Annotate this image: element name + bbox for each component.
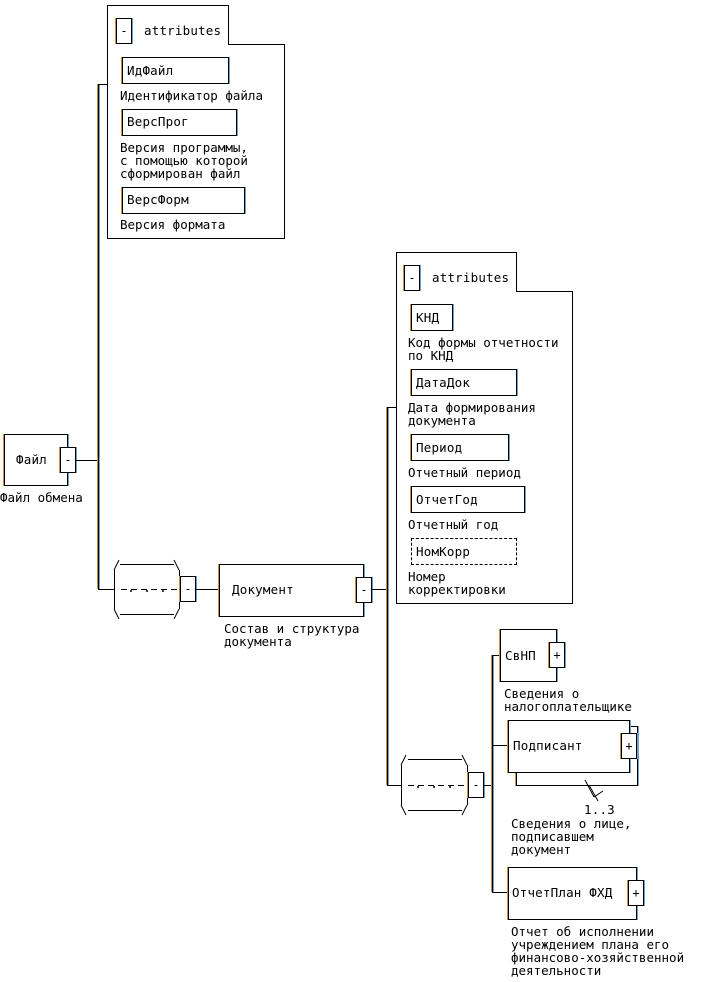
attribute-box-idfile[interactable]	[122, 57, 229, 84]
connector-line	[387, 407, 396, 408]
attribute-description: Версия программы, с помощью которой сфор…	[120, 140, 248, 181]
connector-line	[98, 589, 114, 590]
connector-line	[387, 785, 401, 786]
attribute-description: Идентификатор файла	[120, 88, 263, 103]
child-element-name: ОтчетПлан ФХД	[512, 885, 613, 900]
root-attributes-collapse-button[interactable]: -	[116, 18, 132, 44]
cardinality-label: 1..3	[584, 802, 615, 817]
document-element-description: Состав и структура документа	[224, 621, 360, 649]
attribute-description: Отчетный год	[408, 517, 499, 532]
connector-line	[492, 892, 508, 893]
attribute-name: ДатаДок	[416, 375, 471, 390]
attribute-description: Отчетный период	[408, 465, 521, 480]
sequence-2-collapse-button[interactable]: -	[468, 772, 484, 798]
svnp-expand-button[interactable]: +	[549, 642, 565, 668]
connector-line	[484, 785, 492, 786]
attribute-box-knd[interactable]	[411, 304, 453, 331]
child-element-svnp[interactable]	[500, 629, 557, 682]
connector-line	[98, 84, 99, 589]
document-attributes-header: attributes	[432, 270, 510, 285]
document-collapse-button[interactable]: -	[356, 577, 372, 603]
attribute-name: ВерсПрог	[127, 114, 189, 129]
document-attributes-collapse-button[interactable]: -	[404, 265, 420, 291]
attribute-name: ВерсФорм	[127, 192, 189, 207]
child-element-description: Сведения о налогоплательщике	[504, 686, 632, 714]
attribute-box-datadok[interactable]	[411, 369, 517, 396]
connector-line	[372, 589, 387, 590]
attribute-box-versprog[interactable]	[122, 109, 237, 136]
attribute-description: Код формы отчетности по КНД	[408, 335, 559, 363]
attribute-name: КНД	[416, 310, 440, 325]
connector-line	[492, 655, 493, 892]
attribute-box-versform[interactable]	[122, 187, 245, 214]
child-element-otchetplan-fhd[interactable]	[508, 867, 637, 920]
attribute-description: Дата формирования документа	[408, 400, 536, 428]
attribute-box-period[interactable]	[411, 434, 509, 461]
attribute-name: ИдФайл	[127, 63, 174, 78]
root-element-box[interactable]	[4, 434, 68, 486]
attribute-description: Версия формата	[120, 217, 226, 232]
attribute-name: НомКорр	[416, 544, 471, 559]
connector-line	[492, 655, 500, 656]
child-element-podpisant[interactable]	[508, 720, 630, 773]
connector-line	[76, 460, 98, 461]
podpisant-expand-button[interactable]: +	[621, 733, 637, 759]
connector-line	[387, 407, 388, 785]
connector-line	[492, 745, 508, 746]
child-element-name: Подписант	[513, 738, 583, 753]
child-element-name: СвНП	[505, 648, 536, 663]
connector-line	[196, 589, 219, 590]
attribute-description: Номер корректировки	[408, 569, 506, 597]
sequence-1-collapse-button[interactable]: -	[180, 576, 196, 602]
document-element-name: Документ	[232, 582, 294, 597]
attribute-name: ОтчетГод	[416, 492, 478, 507]
otchetplan-expand-button[interactable]: +	[628, 880, 644, 906]
attribute-box-nomkorr-optional[interactable]	[411, 538, 517, 565]
root-collapse-button[interactable]: -	[60, 447, 76, 473]
attribute-name: Период	[416, 440, 463, 455]
root-element-name: Файл	[16, 452, 47, 467]
root-attributes-header: attributes	[144, 23, 222, 38]
attribute-box-otchetgod[interactable]	[411, 486, 525, 513]
root-element-description: Файл обмена	[0, 490, 83, 505]
child-element-description: Сведения о лице, подписавшем документ	[511, 816, 632, 857]
child-element-description: Отчет об исполнении учреждением плана ег…	[511, 924, 685, 978]
connector-line	[98, 84, 108, 85]
